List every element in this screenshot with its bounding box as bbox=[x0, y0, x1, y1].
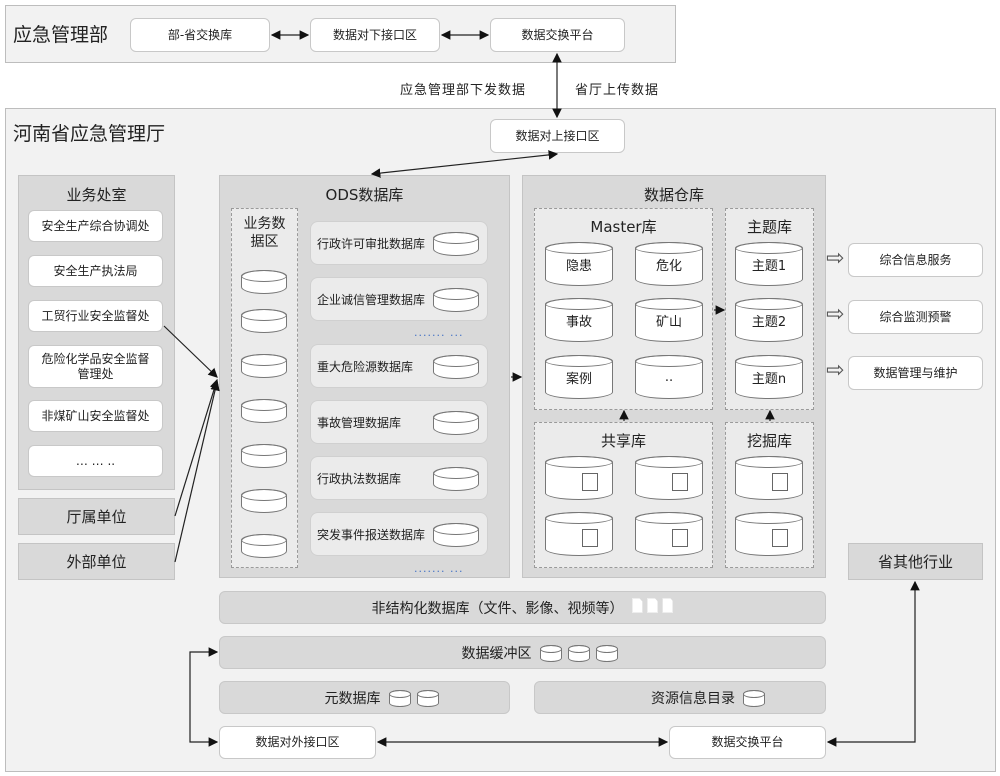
unstructured-db[interactable]: 非结构化数据库（文件、影像、视频等） bbox=[219, 591, 826, 624]
shared-db-icon bbox=[545, 456, 613, 500]
database-icon bbox=[595, 644, 618, 662]
metadata-db[interactable]: 元数据库 bbox=[219, 681, 510, 714]
database-icon bbox=[241, 309, 287, 333]
resource-catalog[interactable]: 资源信息目录 bbox=[534, 681, 826, 714]
file-icons bbox=[631, 598, 674, 617]
business-item[interactable]: 工贸行业安全监督处 bbox=[28, 300, 163, 332]
database-icon bbox=[241, 534, 287, 558]
document-icon bbox=[582, 529, 598, 547]
business-item[interactable]: 安全生产执法局 bbox=[28, 255, 163, 287]
business-title: 业务处室 bbox=[66, 186, 127, 204]
scroll-icon bbox=[772, 529, 788, 547]
down-flow-label: 应急管理部下发数据 bbox=[400, 83, 527, 98]
shared-db-icon bbox=[545, 512, 613, 556]
shared-title: 共享库 bbox=[600, 432, 646, 450]
ods-db-label: 重大危险源数据库 bbox=[317, 359, 414, 374]
master-db-item[interactable]: 隐患 bbox=[545, 242, 613, 286]
ministry-exchange-db[interactable]: 部-省交换库 bbox=[130, 18, 270, 52]
service-monitoring[interactable]: 综合监测预警 bbox=[848, 300, 983, 334]
database-icon bbox=[743, 689, 765, 707]
master-db-item[interactable]: 矿山 bbox=[635, 298, 703, 342]
data-buffer-label: 数据缓冲区 bbox=[461, 645, 532, 662]
database-icon bbox=[433, 411, 479, 435]
ods-db-label: 企业诚信管理数据库 bbox=[317, 292, 426, 307]
database-icon bbox=[433, 467, 479, 491]
service-info[interactable]: 综合信息服务 bbox=[848, 243, 983, 277]
database-icon bbox=[241, 489, 287, 513]
database-icon bbox=[241, 354, 287, 378]
mining-title: 挖掘库 bbox=[746, 432, 792, 450]
master-db-item[interactable]: 案例 bbox=[545, 355, 613, 399]
ods-more-dots: ....... ... bbox=[414, 326, 464, 339]
database-icon bbox=[388, 689, 411, 707]
business-item-more[interactable]: … … .. bbox=[28, 445, 163, 477]
external-units[interactable]: 外部单位 bbox=[18, 543, 175, 580]
shared-db-icon bbox=[635, 456, 703, 500]
up-flow-label: 省厅上传数据 bbox=[575, 83, 660, 98]
document-icon bbox=[582, 473, 598, 491]
province-title: 河南省应急管理厅 bbox=[13, 123, 166, 145]
hollow-arrow-icon: ⇨ bbox=[826, 302, 845, 327]
service-data-management[interactable]: 数据管理与维护 bbox=[848, 356, 983, 390]
topic-db-item[interactable]: 主题1 bbox=[735, 242, 803, 286]
other-industry-box[interactable]: 省其他行业 bbox=[848, 543, 983, 580]
database-icon bbox=[567, 644, 590, 662]
document-icon bbox=[672, 529, 688, 547]
external-interface-box[interactable]: 数据对外接口区 bbox=[219, 726, 376, 759]
file-icon bbox=[662, 598, 674, 613]
master-db-item[interactable]: 事故 bbox=[545, 298, 613, 342]
hollow-arrow-icon: ⇨ bbox=[826, 246, 845, 271]
master-db-item[interactable]: 危化 bbox=[635, 242, 703, 286]
scroll-icon bbox=[772, 473, 788, 491]
ministry-title: 应急管理部 bbox=[13, 24, 109, 46]
metadata-db-label: 元数据库 bbox=[324, 690, 381, 707]
master-db-item[interactable]: .. bbox=[635, 355, 703, 399]
database-icon bbox=[241, 270, 287, 294]
ods-db-label: 事故管理数据库 bbox=[317, 415, 402, 430]
catalog-db-icon bbox=[743, 688, 769, 708]
ods-db-label: 突发事件报送数据库 bbox=[317, 527, 426, 542]
database-icon bbox=[433, 355, 479, 379]
business-item[interactable]: 危险化学品安全监督管理处 bbox=[28, 345, 163, 388]
business-data-zone-title: 业务数据区 bbox=[243, 216, 286, 251]
mining-db-icon bbox=[735, 512, 803, 556]
ods-db-label: 行政执法数据库 bbox=[317, 471, 402, 486]
metadata-db-icons bbox=[388, 688, 445, 708]
resource-catalog-label: 资源信息目录 bbox=[651, 690, 735, 707]
ods-more-dots: ....... ... bbox=[414, 562, 464, 575]
topic-db-item[interactable]: 主题n bbox=[735, 355, 803, 399]
upper-interface-box[interactable]: 数据对上接口区 bbox=[490, 119, 625, 153]
business-item[interactable]: 非煤矿山安全监督处 bbox=[28, 400, 163, 432]
shared-db-icon bbox=[635, 512, 703, 556]
bottom-exchange-platform[interactable]: 数据交换平台 bbox=[669, 726, 826, 759]
database-icon bbox=[539, 644, 562, 662]
database-icon bbox=[433, 523, 479, 547]
topic-db-item[interactable]: 主题2 bbox=[735, 298, 803, 342]
unstructured-db-label: 非结构化数据库（文件、影像、视频等） bbox=[371, 600, 624, 617]
business-data-zone: 业务数据区 bbox=[231, 208, 298, 568]
master-title: Master库 bbox=[590, 218, 657, 236]
affiliated-units[interactable]: 厅属单位 bbox=[18, 498, 175, 535]
database-icon bbox=[241, 444, 287, 468]
database-icon bbox=[433, 232, 479, 256]
mining-db-icon bbox=[735, 456, 803, 500]
business-item[interactable]: 安全生产综合协调处 bbox=[28, 210, 163, 242]
file-icon bbox=[647, 598, 658, 613]
ods-db-label: 行政许可审批数据库 bbox=[317, 236, 426, 251]
ods-db-item[interactable]: 重大危险源数据库 bbox=[310, 344, 488, 388]
database-icon bbox=[433, 288, 479, 312]
warehouse-title: 数据仓库 bbox=[643, 186, 704, 204]
ods-title: ODS数据库 bbox=[325, 186, 404, 204]
data-buffer[interactable]: 数据缓冲区 bbox=[219, 636, 826, 669]
ministry-lower-interface[interactable]: 数据对下接口区 bbox=[310, 18, 440, 52]
ministry-exchange-platform[interactable]: 数据交换平台 bbox=[490, 18, 625, 52]
database-icon bbox=[416, 689, 439, 707]
topic-title: 主题库 bbox=[746, 218, 792, 236]
file-icon bbox=[631, 598, 643, 613]
database-icon bbox=[241, 399, 287, 423]
hollow-arrow-icon: ⇨ bbox=[826, 358, 845, 383]
document-icon bbox=[672, 473, 688, 491]
buffer-db-icons bbox=[539, 643, 624, 663]
